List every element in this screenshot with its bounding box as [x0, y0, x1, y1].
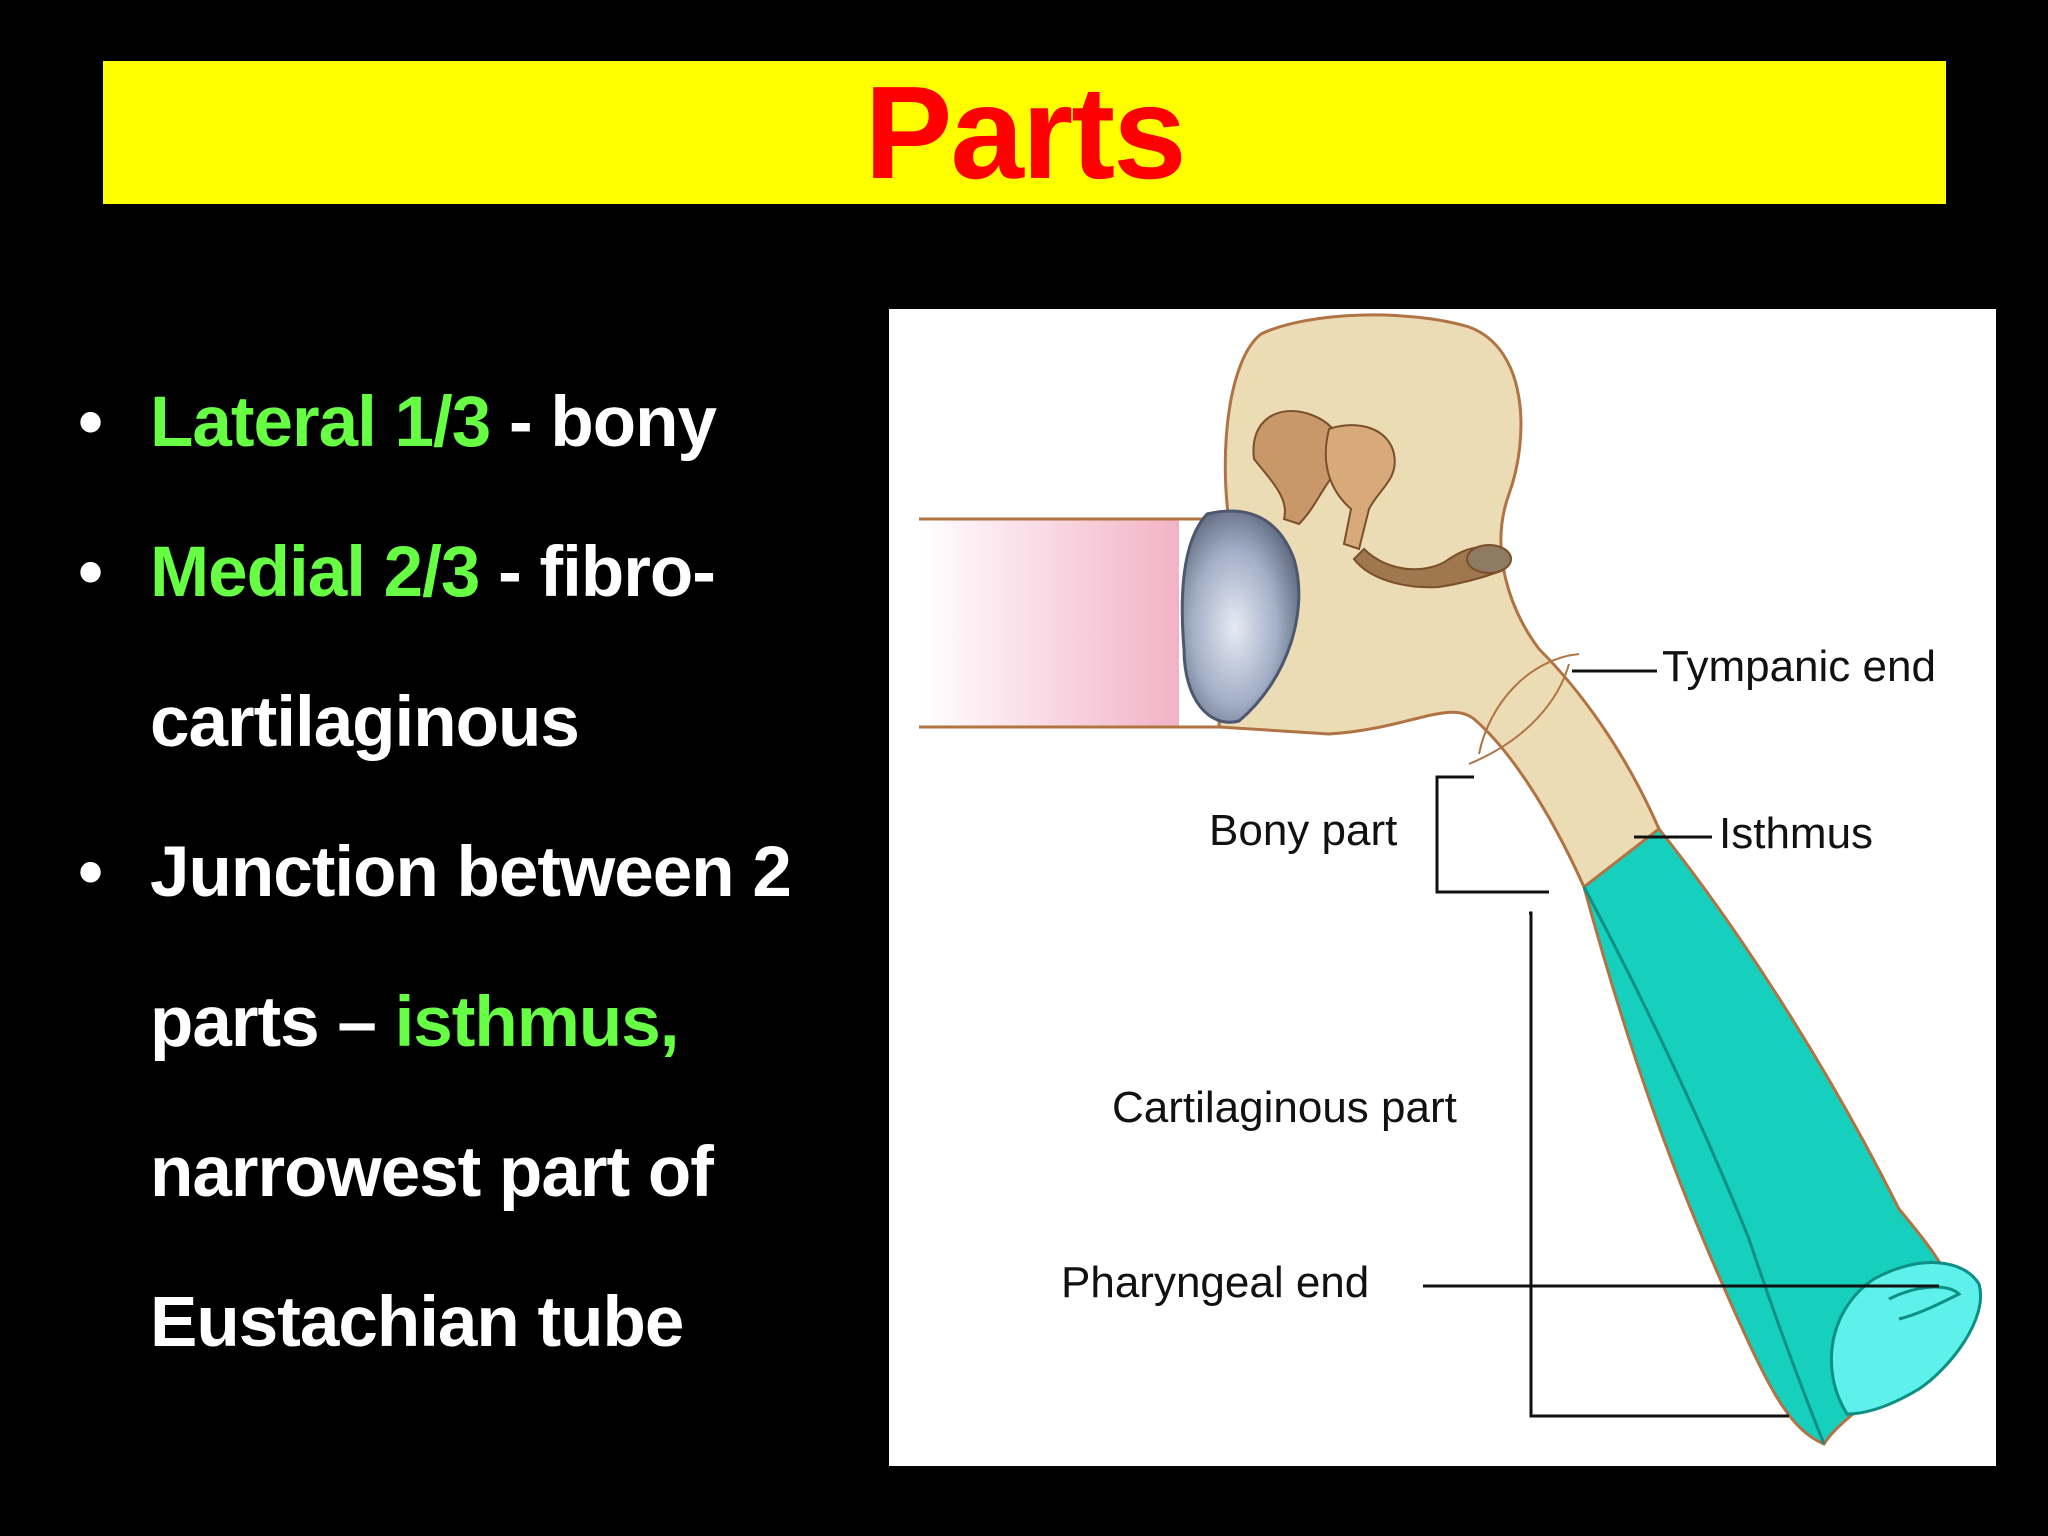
isthmus-label: Isthmus — [1719, 809, 1873, 858]
bullet-text: Junction between 2 parts – — [150, 833, 792, 1062]
tympanic-end-opening — [1478, 653, 1580, 755]
bullet-highlight: isthmus, — [394, 983, 680, 1062]
bony-part-label: Bony part — [1209, 806, 1397, 855]
stapes-footplate — [1466, 544, 1512, 574]
eustachian-tube-diagram: Tympanic end Isthmus Bony part Cartilagi… — [889, 309, 1996, 1466]
bullet-list: • Lateral 1/3 - bony • Medial 2/3 - fibr… — [70, 348, 860, 1398]
bullet-text: - bony — [490, 383, 717, 462]
ear-canal — [919, 519, 1179, 727]
ossicles — [1252, 410, 1512, 589]
tympanic-membrane — [1180, 509, 1301, 724]
bullet-text: - fibro-cartilaginous — [150, 533, 716, 762]
title-bar: Parts — [103, 61, 1946, 204]
cartilaginous-part-bracket — [1529, 911, 1789, 1418]
bullet-highlight: Medial 2/3 — [150, 533, 480, 612]
slide-title: Parts — [864, 58, 1186, 206]
cartilaginous-part-label: Cartilaginous part — [1112, 1083, 1457, 1132]
tympanic-end-opening — [1468, 663, 1570, 765]
bullet-item-medial: • Medial 2/3 - fibro-cartilaginous — [70, 498, 860, 798]
cartilage-inner-edge — [1582, 886, 1826, 1445]
bullet-item-lateral: • Lateral 1/3 - bony — [70, 348, 860, 498]
bullet-dot-icon: • — [78, 533, 103, 612]
pharyngeal-end-label: Pharyngeal end — [1061, 1258, 1369, 1307]
diagram-svg: Tympanic end Isthmus Bony part Cartilagi… — [919, 313, 1982, 1446]
bullet-highlight: Lateral 1/3 — [150, 383, 491, 462]
tympanic-end-label: Tympanic end — [1662, 642, 1936, 691]
incus — [1324, 424, 1396, 551]
pharyngeal-end-lip — [1888, 1285, 1962, 1321]
bullet-dot-icon: • — [78, 383, 103, 462]
bullet-dot-icon: • — [78, 833, 103, 912]
bullet-text: narrowest part of Eustachian tube — [150, 1133, 714, 1362]
bullet-item-junction: • Junction between 2 parts – isthmus, na… — [70, 798, 860, 1398]
bony-part-bracket — [1435, 775, 1549, 894]
